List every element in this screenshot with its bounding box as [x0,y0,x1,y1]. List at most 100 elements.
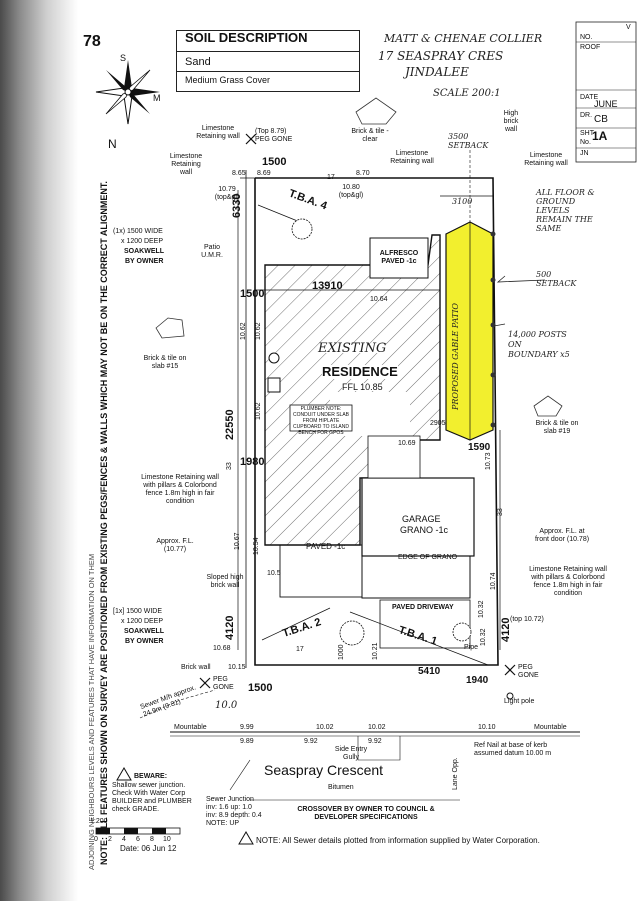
approx-fl-right: Approx. F.L. at front door (10.78) [534,528,590,543]
level-1068: 10.68 [213,645,231,652]
dim-13910: 13910 [312,280,343,292]
garage-label: GARAGE [402,514,441,524]
edge-grano: EDGE OF GRANO [398,554,458,561]
all-floor-note: ALL FLOOR & GROUND LEVELS REMAIN THE SAM… [536,188,595,233]
soakwell-top-2: x 1200 DEEP [121,238,164,245]
soakwell-top-4: BY OWNER [125,258,164,265]
scale-8: 8 [150,836,154,843]
peg-gone-br: PEG GONE [518,664,539,679]
sewer-junction-3: inv: 8.9 depth: 0.4 [206,812,262,819]
alfresco [369,237,429,279]
dim-1940: 1940 [466,675,489,686]
ffl-label: FFL 10.85 [342,382,383,392]
beware-1: BEWARE: [134,773,168,780]
level-1064: 10.64 [370,296,388,303]
level-1002a: 10.02 [316,724,334,731]
setback-3500: 3500 SETBACK [448,132,489,150]
high-brick-wall: High brick wall [503,110,519,133]
scale-note: SCALE 200:1 [433,88,501,99]
dim-5410: 5410 [418,666,441,677]
scale-2: 2 [108,836,112,843]
level-1062c: 10.62 [255,402,262,420]
posts-note: 14,000 POSTS ON BOUNDARY x5 [508,330,570,359]
level-105: 10.5 [267,570,281,577]
dim-3100: 3100 [452,197,473,206]
beware-2: Shallow sewer junction. [112,782,186,789]
scale-4: 4 [122,836,126,843]
level-1054: 10.54 [253,537,260,555]
scan-shadow-edge [0,0,78,901]
scale-ratio: 1:200 [90,818,108,825]
title-col-no2: No. [580,139,591,146]
dim-4120-right: 4120 [500,617,512,642]
beware-3: Check With Water Corp [112,790,186,797]
bitumen-label: Bitumen [328,784,354,791]
paved-label: PAVED -1c [306,542,346,551]
ref-nail: Ref Nail at base of kerb assumed datum 1… [474,742,552,757]
compass-n: N [108,137,117,151]
date: Date: 06 Jun 12 [120,844,177,853]
level-1002b: 10.02 [368,724,386,731]
street-name[interactable]: Seaspray Crescent [264,762,384,778]
proposed-patio-label: PROPOSED GABLE PATIO [451,303,460,410]
limestone-wall-tl2: Limestone Retaining wall [169,153,203,176]
client-street: 17 SEASPRAY CRES [378,49,504,63]
peg-gone-bl: PEG GONE [213,676,234,691]
paved-driveway: PAVED DRIVEWAY [392,604,454,611]
client-suburb: JINDALEE [405,65,469,79]
dim-6330: 6330 [231,193,243,218]
level-865: 8.65 [232,170,246,177]
level-1067: 10.67 [234,532,241,550]
residence-label: RESIDENCE [322,364,398,379]
scale-6: 6 [136,836,140,843]
dim-22550: 22550 [224,409,236,440]
sloped-wall: Sloped high brick wall [206,574,244,589]
pipe-label: Pipe [464,644,479,651]
soil-description-box: SOIL DESCRIPTION Sand Medium Grass Cover [176,30,360,92]
dim-2905: 2905 [430,420,446,427]
limestone-right-long: Limestone Retaining wall with pillars & … [529,566,607,597]
level-100: 10.0 [215,700,238,711]
sewer-junction-2: inv: 1.6 up: 1.0 [206,804,252,811]
dim-1500-left: 1500 [240,288,265,300]
neighbour-house-right [533,395,563,417]
scale-10: 10 [163,836,171,843]
soakwell-top-1: (1x) 1500 WIDE [113,228,163,235]
alfresco-label: ALFRESCO PAVED -1c [379,250,419,265]
brick-tile-clear: Brick & tile -clear [351,128,389,143]
level-992a: 9.92 [304,738,318,745]
title-col-dr: DR. [580,112,593,119]
bottom-note: NOTE: All Sewer details plotted from inf… [256,836,540,845]
title-col-jn: JN [580,150,589,157]
level-1021: 10.21 [372,642,379,660]
limestone-wall-top-mid: Limestone Retaining wall [390,150,434,165]
sewer-junction-4: NOTE: UP [206,820,240,827]
scale-bar [95,827,181,835]
compass-s: S [120,53,127,63]
level-1062b: 10.62 [255,322,262,340]
level-1069: 10.69 [398,440,416,447]
dim-17a: 17 [296,646,304,653]
title-col-date: DATE [580,94,599,101]
side-entry-gully: Side Entry Gully [334,746,368,761]
mountable-left: Mountable [174,724,207,731]
dim-1590: 1590 [468,442,491,453]
scale-0: 0 [94,836,98,843]
title-col-sht: SHT [580,130,594,137]
soakwell-top-3: SOAKWELL [124,248,165,255]
soakwell-bot-3: SOAKWELL [124,628,165,635]
dim-4120-left: 4120 [224,615,236,640]
title-col-1a: 1A [592,129,608,143]
level-1074: 10.74 [490,572,497,590]
grano-label: GRANO -1c [400,525,449,535]
beware-4: BUILDER and PLUMBER [112,798,192,805]
mountable-right: Mountable [534,724,567,731]
limestone-wall-tl: Limestone Retaining wall [196,125,240,140]
patio-uma: Patio U.M.R. [201,244,223,259]
soil-heading: SOIL DESCRIPTION [185,30,308,45]
brick-tile-19: Brick & tile on slab #19 [535,420,579,435]
level-1079: 10.79 (top&gl) [214,186,240,201]
compass-m: M [153,93,161,103]
soil-line-1: Sand [185,56,211,68]
